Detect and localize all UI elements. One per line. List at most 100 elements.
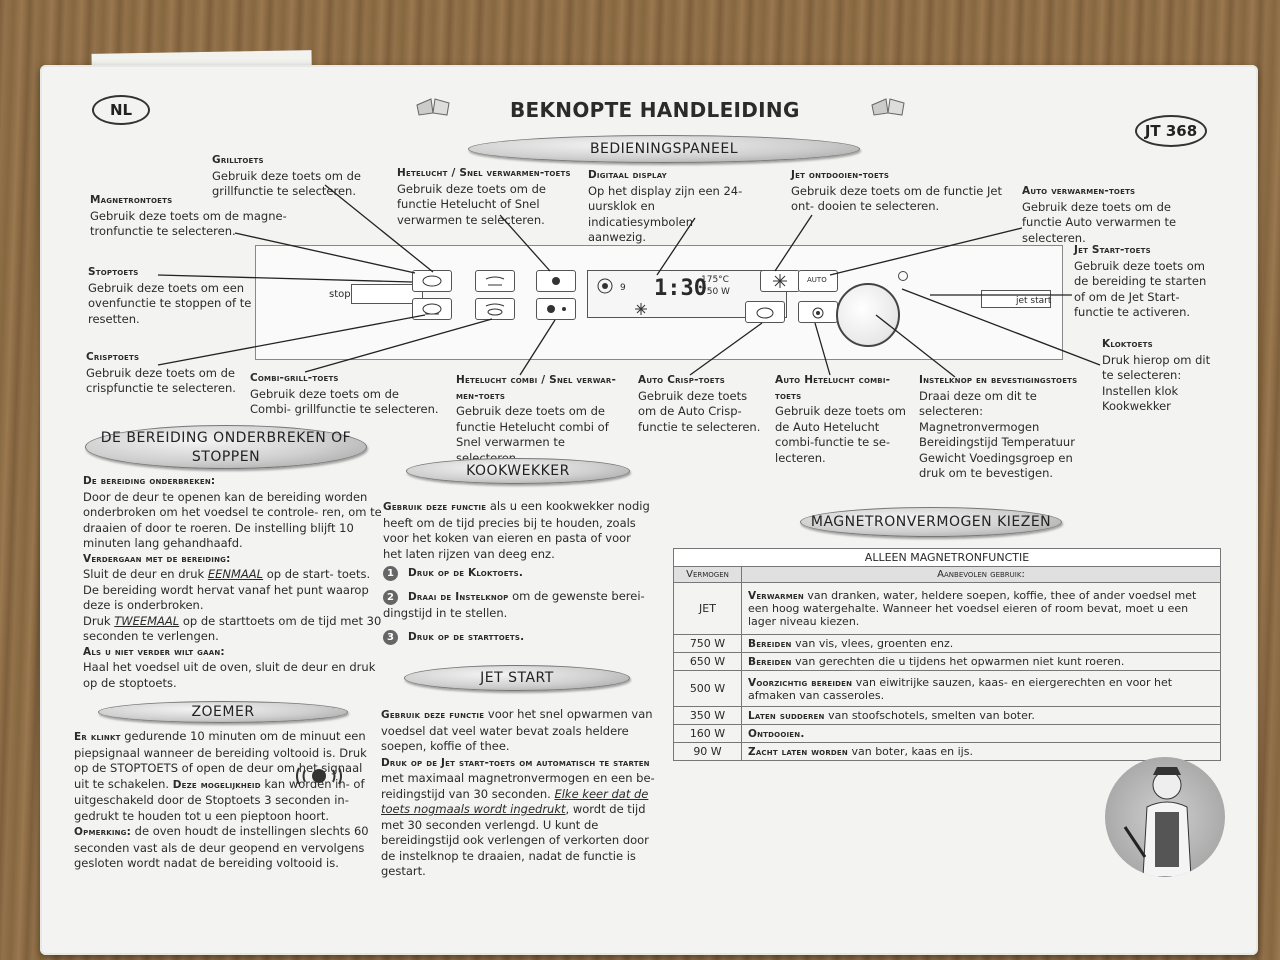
auto-verwarmen-button: AUTO bbox=[798, 270, 838, 292]
language-badge: NL bbox=[92, 95, 150, 125]
section-oval-onderbreken: DE BEREIDING ONDERBREKEN OF STOPPEN bbox=[85, 425, 367, 469]
text: op de start- toets. De bereiding wordt h… bbox=[83, 567, 371, 612]
text-emphasis: Elke keer dat de toets nogmaals wordt in… bbox=[381, 786, 649, 817]
paragraph: Haal het voedsel uit de oven, sluit de d… bbox=[83, 660, 376, 690]
callout-hetelucht: Hetelucht / Snel verwarmen-toets Gebruik… bbox=[397, 166, 577, 228]
text-emphasis: TWEEMAAL bbox=[114, 613, 180, 628]
power-cell: 90 W bbox=[673, 742, 742, 761]
auto-label: AUTO bbox=[807, 276, 827, 284]
callout-display: Digitaal display Op het display zijn een… bbox=[588, 168, 748, 246]
section-onderbreken-text: De bereiding onderbreken: Door de deur t… bbox=[83, 474, 383, 691]
crisp-button bbox=[412, 298, 452, 320]
page-title: BEKNOPTE HANDLEIDING bbox=[510, 98, 800, 122]
text: de oven houdt de instellingen slechts 60… bbox=[74, 824, 369, 870]
heading-gebruik: Gebruik deze functie bbox=[381, 709, 485, 721]
callout-title: Grilltoets bbox=[212, 154, 264, 166]
callout-crisp: Crisptoets Gebruik deze toets om de cris… bbox=[86, 350, 256, 397]
step-number: 1 bbox=[383, 566, 398, 581]
auto-crisp-button bbox=[745, 301, 785, 323]
power-cell: 160 W bbox=[673, 724, 742, 743]
heading-gebruik: Gebruik deze functie bbox=[383, 501, 487, 513]
callout-title: Jet Start-toets bbox=[1074, 244, 1151, 256]
callout-text: Gebruik deze toets om de bereiding te st… bbox=[1074, 258, 1207, 320]
power-cell: 500 W bbox=[673, 670, 742, 707]
callout-magnetron: Magnetrontoets Gebruik deze toets om de … bbox=[90, 193, 300, 240]
step-bold: Druk op de starttoets. bbox=[408, 631, 525, 643]
heading-opmerking: Opmerking: bbox=[74, 826, 132, 838]
hetelucht-button bbox=[536, 270, 576, 292]
display-time: 1:30 bbox=[654, 276, 707, 301]
section-oval-bedieningspaneel: BEDIENINGSPANEEL bbox=[468, 135, 860, 163]
callout-text: Gebruik deze toets om de magne- tronfunc… bbox=[90, 208, 287, 239]
heading-mogelijkheid: Deze mogelijkheid bbox=[172, 778, 261, 791]
callout-text: Gebruik deze toets om de Auto Crisp-func… bbox=[638, 388, 761, 434]
callout-text: Gebruik deze toets om de functie Heteluc… bbox=[456, 404, 609, 465]
grill-button bbox=[475, 270, 515, 292]
table-header-vermogen: Vermogen bbox=[673, 566, 742, 583]
callout-text: Gebruik deze toets om de Auto Hetelucht … bbox=[775, 404, 906, 465]
step-number: 2 bbox=[383, 590, 398, 605]
section-oval-zoemer: ZOEMER bbox=[98, 701, 348, 723]
buzzer-icon bbox=[295, 765, 343, 791]
text: op de starttoets om de tijd met 30 secon… bbox=[83, 613, 382, 644]
callout-title: Magnetrontoets bbox=[90, 194, 173, 206]
usage-text: van stoofschotels, smelten van boter. bbox=[824, 709, 1035, 722]
section-kookwekker-text: Gebruik deze functie als u een kookwekke… bbox=[383, 499, 653, 562]
text: gedurende 10 minuten om de minuut een pi… bbox=[74, 729, 367, 791]
table-header-gebruik: Aanbevolen gebruik: bbox=[741, 566, 1221, 583]
section-oval-magnetronvermogen: MAGNETRONVERMOGEN KIEZEN bbox=[800, 507, 1062, 537]
usage-bold: Bereiden bbox=[748, 656, 792, 668]
callout-text: Gebruik deze toets om de functie Jet ont… bbox=[791, 183, 1003, 214]
callout-text: Gebruik deze toets om de Combi- grillfun… bbox=[250, 386, 439, 417]
jet-ontdooien-button bbox=[760, 270, 800, 292]
callout-title: Auto Crisp-toets bbox=[638, 374, 725, 386]
usage-bold: Verwarmen bbox=[748, 590, 804, 602]
fan-icon bbox=[596, 277, 614, 299]
callout-text: Op het display zijn een 24- uursklok en … bbox=[588, 183, 743, 245]
step-number: 3 bbox=[383, 630, 398, 645]
callout-combi-grill: Combi-grill-toets Gebruik deze toets om … bbox=[250, 371, 440, 418]
step-bold: Draai de Instelknop bbox=[408, 591, 509, 603]
callout-auto-verwarmen: Auto verwarmen-toets Gebruik deze toets … bbox=[1022, 184, 1212, 246]
callout-klok: Kloktoets Druk hierop om dit te selecter… bbox=[1102, 337, 1212, 415]
callout-hetelucht-combi: Hetelucht combi / Snel verwar- men-toets… bbox=[456, 373, 626, 466]
model-badge: JT 368 bbox=[1135, 115, 1207, 147]
usage-text: van dranken, water, heldere soepen, koff… bbox=[748, 589, 1197, 628]
paragraph-tweemaal: Druk TWEEMAAL op de starttoets om de tij… bbox=[83, 614, 383, 645]
callout-text: Gebruik deze toets om de functie Heteluc… bbox=[397, 181, 547, 227]
callout-title: Stoptoets bbox=[88, 266, 139, 278]
callout-auto-hetelucht: Auto Hetelucht combi-toets Gebruik deze … bbox=[775, 373, 915, 466]
callout-jet-ontdooien: Jet ontdooien-toets Gebruik deze toets o… bbox=[791, 168, 1011, 215]
heading-onderbreken: De bereiding onderbreken: bbox=[83, 475, 216, 487]
magnetron-button bbox=[412, 270, 452, 292]
table-caption: ALLEEN MAGNETRONFUNCTIE bbox=[673, 548, 1221, 567]
kookwekker-step-3: 3 Druk op de starttoets. bbox=[383, 629, 653, 646]
usage-bold: Zacht laten worden bbox=[748, 746, 848, 758]
stop-label: stop bbox=[329, 289, 351, 300]
usage-text: van vis, vlees, groenten enz. bbox=[791, 637, 954, 650]
usage-bold: Laten sudderen bbox=[748, 710, 825, 722]
callout-title: Combi-grill-toets bbox=[250, 372, 339, 384]
callout-title: Jet ontdooien-toets bbox=[791, 169, 890, 181]
callout-title: Digitaal display bbox=[588, 169, 667, 181]
usage-text: van eiwitrijke sauzen, kaas- en eiergere… bbox=[748, 675, 1173, 702]
power-cell: 650 W bbox=[673, 652, 742, 671]
callout-text: Draai deze om dit te selecteren: Magnetr… bbox=[919, 388, 1075, 481]
section-oval-kookwekker: KOOKWEKKER bbox=[406, 458, 630, 484]
callout-text: Gebruik deze toets om de functie Auto ve… bbox=[1022, 199, 1177, 245]
callout-title: Instelknop en bevestigingstoets bbox=[919, 374, 1078, 386]
callout-instelknop: Instelknop en bevestigingstoets Draai de… bbox=[919, 373, 1099, 482]
combi-grill-button bbox=[475, 298, 515, 320]
table-row: 500 W Voorzichtig bereiden van eiwitrijke… bbox=[673, 670, 1221, 707]
display-power: 750 W bbox=[701, 287, 730, 297]
text: Druk bbox=[83, 613, 115, 628]
jet-start-label: jet start bbox=[1016, 296, 1052, 306]
callout-title: Kloktoets bbox=[1102, 338, 1153, 350]
usage-bold: Voorzichtig bereiden bbox=[748, 676, 853, 689]
